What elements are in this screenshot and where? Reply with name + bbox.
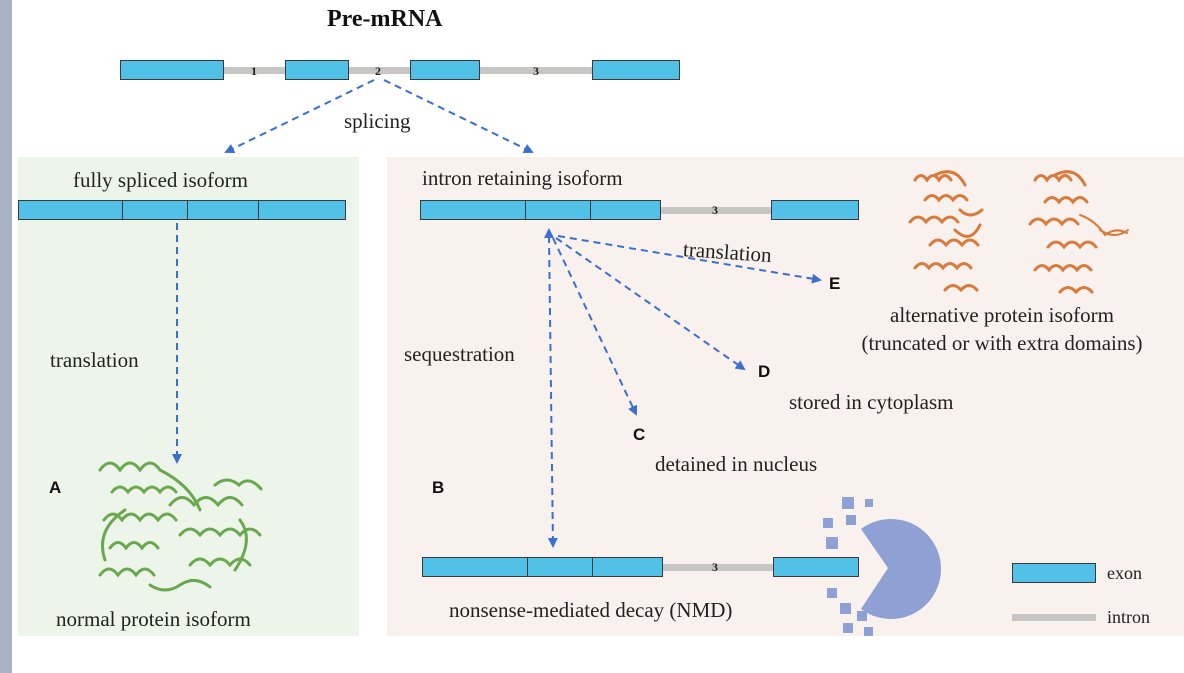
legend-exon-label: exon [1107,563,1142,583]
intron-3 [479,67,593,74]
spliced-exon-4 [258,200,346,220]
normal-translation-label: translation [50,348,139,372]
retained-intron-number: 3 [712,203,718,217]
legend-exon-swatch [1012,563,1096,583]
arrow-to-e [557,235,822,284]
exon-1 [120,60,224,80]
arrow-to-c [552,237,638,416]
pre-mrna-title: Pre-mRNA [327,6,443,32]
sequestration-arrow-b [544,228,558,548]
intron-retaining-heading: intron retaining isoform [422,166,623,190]
splicing-label: splicing [344,109,411,133]
splice-arrow-left [224,79,375,153]
normal-protein-label: normal protein isoform [56,607,251,631]
stored-in-cytoplasm-label: stored in cytoplasm [789,390,954,414]
sequestration-label: sequestration [404,342,515,366]
retained-exon-3 [590,200,661,220]
legend-intron-swatch [1012,614,1096,621]
fully-spliced-panel [18,157,359,636]
legend-intron-label: intron [1107,607,1150,627]
intron-1 [223,67,286,74]
intron-retaining-panel [387,157,1184,636]
intron-3-number: 3 [533,64,539,78]
intron-1-number: 1 [251,64,257,78]
nmd-degradation-icon [823,497,941,636]
retained-intron [660,207,772,214]
intron-2 [348,67,411,74]
panel-label-a: A [49,478,62,497]
exon-3 [410,60,480,80]
nmd-label: nonsense-mediated decay (NMD) [449,598,733,622]
nmd-intron-number: 3 [712,560,718,574]
normal-protein-icon [98,461,263,592]
panel-label-c: C [633,425,646,444]
nmd-exon-4 [773,557,859,577]
alt-protein-label-line1: alternative protein isoform [890,303,1114,327]
exonuclease-pacman-icon [861,518,941,619]
panel-label-d: D [758,362,771,381]
splice-arrow-right [383,79,534,153]
alt-protein-icon-1 [908,170,984,293]
panel-label-b: B [432,478,445,497]
detained-in-nucleus-label: detained in nucleus [655,452,818,476]
fully-spliced-heading: fully spliced isoform [73,168,248,192]
arrow-to-d [555,237,746,371]
alt-protein-label-line2: (truncated or with extra domains) [861,331,1143,355]
panel-label-e: E [829,274,841,293]
intron-2-number: 2 [375,64,381,78]
nmd-intron [662,564,774,571]
nmd-exon-3 [592,557,663,577]
left-border-strip [0,0,12,673]
alt-protein-icon-2 [1028,170,1129,295]
retained-exon-4 [771,200,859,220]
exon-4 [592,60,680,80]
exon-2 [285,60,349,80]
